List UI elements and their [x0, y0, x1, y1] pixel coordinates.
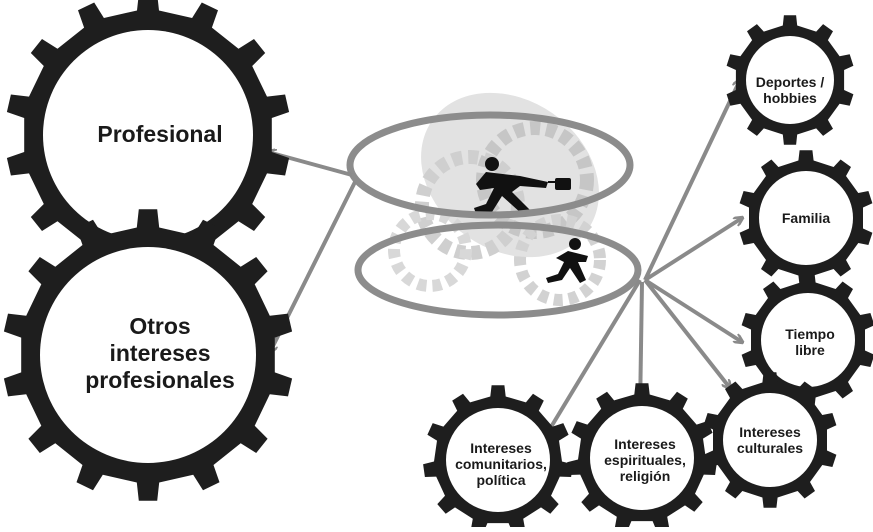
arrow-to-comunitarios: [548, 278, 642, 432]
gear-label-otros-intereses: Otros intereses profesionales: [85, 312, 235, 393]
gear-profesional: [6, 0, 290, 278]
gear-espirituales: [567, 383, 717, 532]
gear-otros-intereses-face: [40, 247, 256, 463]
arrow-to-culturales: [643, 278, 730, 388]
businessman-small-icon: [546, 238, 588, 283]
gear-familia: [739, 150, 873, 286]
gear-culturales-face: [723, 393, 817, 487]
gear-label-espirituales: Intereses espirituales, religión: [604, 436, 686, 484]
gear-label-tiempo-libre: Tiempo libre: [785, 326, 835, 358]
arrow-to-familia: [643, 218, 742, 282]
gear-label-deportes: Deportes / hobbies: [755, 74, 825, 106]
upper-ring: [346, 111, 634, 219]
gear-label-comunitarios: Intereses comunitarios, política: [455, 440, 547, 488]
gear-label-profesional: Profesional: [97, 120, 223, 147]
arrow-to-tiempo: [643, 278, 742, 342]
gear-comunitarios-face: [446, 408, 550, 512]
gear-tiempo-libre-face: [761, 293, 855, 387]
gear-otros-intereses: [3, 209, 293, 501]
gear-comunitarios: [423, 385, 573, 532]
gear-label-familia: Familia: [781, 210, 831, 226]
gear-espirituales-face: [590, 406, 694, 510]
gear-familia-face: [759, 171, 853, 265]
gear-label-culturales: Intereses culturales: [736, 424, 804, 456]
gear-deportes-face: [746, 36, 834, 124]
businessman-icon: [474, 157, 571, 214]
gear-profesional-face: [43, 30, 253, 240]
gear-culturales: [703, 372, 837, 508]
lower-ring: [354, 221, 642, 319]
gear-deportes: [726, 15, 854, 145]
arrow-to-deportes: [643, 80, 740, 281]
